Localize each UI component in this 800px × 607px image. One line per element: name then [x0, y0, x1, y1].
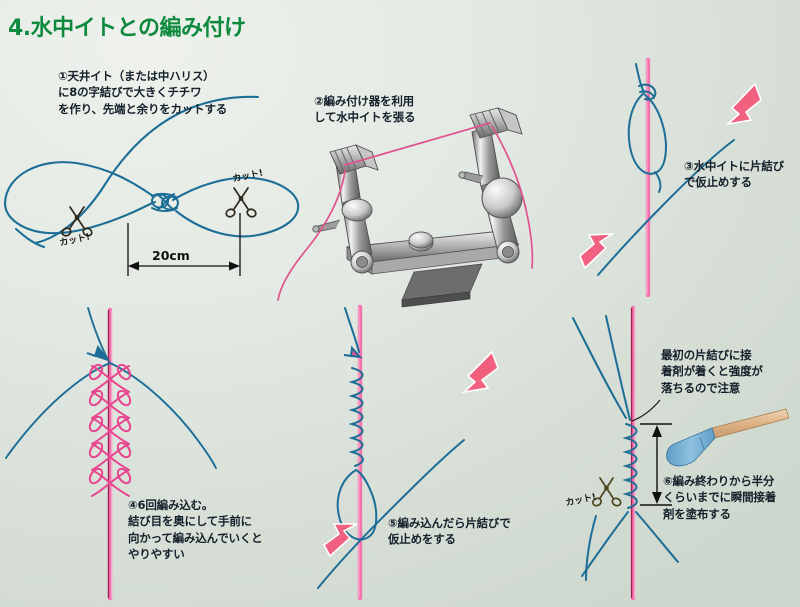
step-6-caption: ⑥編み終わりから半分 くらいまでに瞬間接着 剤を塗布する: [663, 474, 776, 521]
dimension-20cm: [127, 213, 241, 276]
step-5-arrow-up: [461, 350, 499, 394]
step-3-caption: ③水中イトに片結び で仮止めする: [684, 159, 784, 190]
step-2-pink-line: [277, 122, 534, 301]
step-3-arrow-up: [725, 82, 762, 126]
scissors-left-icon: [61, 206, 93, 237]
step-5-caption: ⑤編み込んだら片結びで 仮止めをする: [388, 516, 511, 547]
step-4-braid-wraps: [88, 363, 132, 497]
step-1-figure: [3, 95, 300, 249]
step-3-working-line: [597, 63, 735, 276]
adhesive-warning-note: 最初の片結びに接 着剤が着くと強度が 落ちるので注意: [661, 348, 763, 395]
step-4-caption: ④6回編み込む。 結び目を奥にして手前に 向かって編み込んでいくと やりやすい: [128, 498, 263, 561]
dimension-label-20cm: 20cm: [152, 248, 190, 263]
scissors-step6-icon: [591, 477, 622, 507]
page-title: 4.水中イトとの編み付け: [8, 16, 246, 41]
step-5-arrow-down: [322, 523, 358, 558]
step-1-caption: ①天井イト（または中ハリス） に8の字結びで大きくチチワ を作り、先端と余りをカ…: [58, 69, 228, 116]
figure-eight-knot: [151, 192, 179, 212]
step-6-half-length-indicator: [640, 423, 672, 506]
scissors-right-icon: [225, 187, 257, 218]
step-6-note-leader: [631, 399, 661, 422]
step-6-target-line: [630, 305, 636, 601]
step-4-target-line: [107, 307, 113, 601]
step-5-working-line: [317, 307, 465, 589]
braiding-tool: [312, 107, 523, 308]
step-2-caption: ②編み付け器を利用 して水中イトを張る: [314, 94, 416, 125]
glue-applicator: [666, 408, 790, 467]
step-3-arrow-down: [579, 233, 615, 270]
step-3-target-line: [645, 57, 651, 298]
step-6-working-line: [572, 315, 679, 581]
